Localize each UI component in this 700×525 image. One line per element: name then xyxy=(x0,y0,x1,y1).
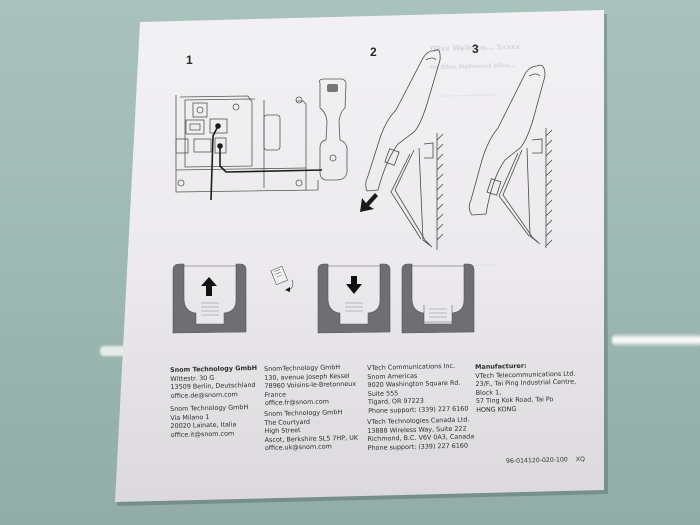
address-snom-france: SnomTechnology GmbH 130, avenue Joseph K… xyxy=(264,363,357,408)
rotate-arrow-icon xyxy=(285,287,290,292)
figure-bracket-seated xyxy=(401,263,475,334)
figure-cables xyxy=(210,123,323,201)
address-vtech-americas: VTech Communications Inc. Snom Americas … xyxy=(367,361,469,415)
document-suffix: XQ xyxy=(575,456,585,464)
arrow-down-icon xyxy=(346,276,362,294)
address-vtech-canada: VTech Technologies Canada Ltd. 13888 Wir… xyxy=(367,415,475,452)
step-number-2: 2 xyxy=(370,45,377,59)
step-number-3: 3 xyxy=(472,42,479,56)
step-number-1: 1 xyxy=(186,53,193,67)
light-reflection xyxy=(612,333,700,347)
address-snom-berlin: Snom Technology GmbH Wittestr. 30 G 1350… xyxy=(170,363,258,400)
arrow-up-icon xyxy=(201,277,217,296)
figure-rotate-tab xyxy=(270,265,294,292)
manufacturer-address: Manufacturer: VTech Telecommunications L… xyxy=(475,361,577,414)
light-reflection-left xyxy=(100,346,130,356)
arrow-down-left-icon xyxy=(360,193,378,212)
address-snom-uk: Snom Technology GmbH The Courtyard High … xyxy=(264,408,359,453)
address-snom-italy: Snom Technology GmbH Via Milano 1 20020 … xyxy=(170,403,249,439)
figure-base-station-rear xyxy=(175,78,348,193)
figure-handset-seated xyxy=(468,64,553,248)
figure-handset-tilt xyxy=(365,49,444,250)
figure-bracket-up xyxy=(172,263,247,334)
figure-bracket-down xyxy=(317,263,391,334)
